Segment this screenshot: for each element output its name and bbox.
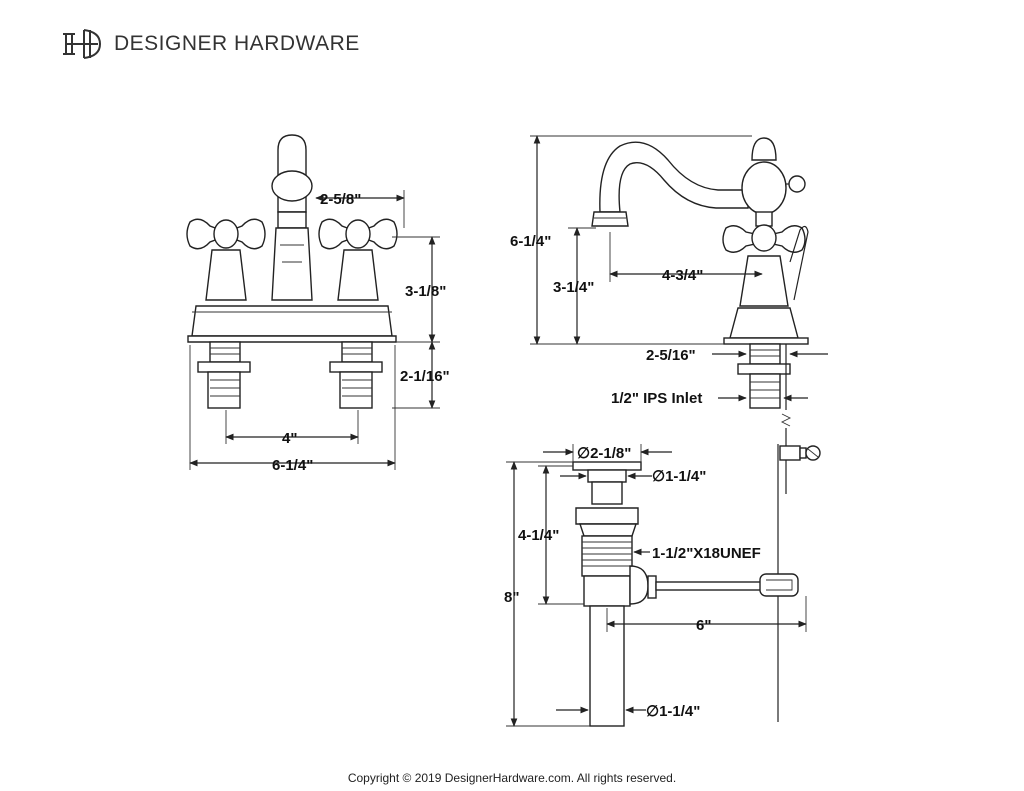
front-center-spacing-label: 4"	[282, 430, 297, 447]
front-handle-height-label: 3-1/8"	[405, 283, 446, 300]
drain-tail-diameter-label: ∅1-1/4"	[646, 703, 700, 720]
side-spout-height-label: 3-1/4"	[553, 279, 594, 296]
brand-name: DESIGNER HARDWARE	[114, 32, 360, 55]
side-overall-height-label: 6-1/4"	[510, 233, 551, 250]
drain-thread-label: 1-1/2"X18UNEF	[652, 545, 761, 562]
copyright-footer: Copyright © 2019 DesignerHardware.com. A…	[347, 771, 677, 785]
drain-top-diameter-label: ∅1-1/4"	[652, 468, 706, 485]
front-shank-length-label: 2-1/16"	[400, 368, 450, 385]
drain-upper-length-label: 4-1/4"	[518, 527, 559, 544]
drain-rod-length-label: 6"	[696, 617, 711, 634]
side-view: 6-1/4" 3-1/4" 4-3/4" 2-5/16" 1/2" IPS In…	[510, 135, 828, 444]
side-spout-reach-label: 4-3/4"	[662, 267, 703, 284]
drain-overall-length-label: 8"	[504, 589, 519, 606]
front-overall-width-label: 6-1/4"	[272, 457, 313, 474]
dh-logo-icon	[63, 29, 102, 59]
drain-flange-diameter-label: ∅2-1/8"	[577, 445, 631, 462]
front-view: 2-5/8" 3-1/8" 2-1/16" 4" 6-1/4"	[186, 134, 450, 474]
brand-header: DESIGNER HARDWARE	[62, 28, 360, 60]
side-inlet-label: 1/2" IPS Inlet	[611, 390, 702, 407]
front-spout-offset-label: 2-5/8"	[320, 191, 361, 208]
side-shank-offset-label: 2-5/16"	[646, 347, 696, 364]
drain-assembly: ∅2-1/8" ∅1-1/4" 1-1/2"X18UNEF 4-1/4" 8" …	[504, 444, 821, 727]
